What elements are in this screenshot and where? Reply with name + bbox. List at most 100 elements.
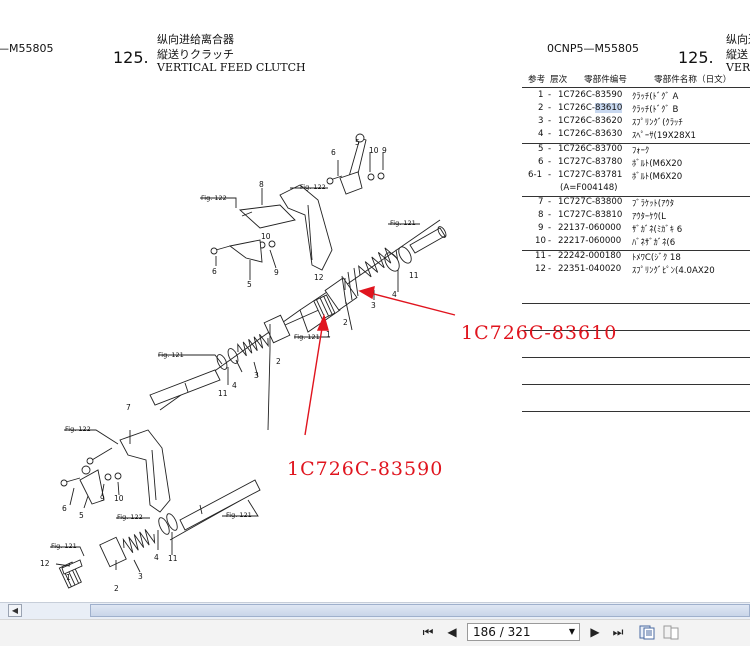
part-ref: 5 <box>538 144 544 154</box>
part-ref: 12 <box>535 264 546 274</box>
last-page-icon[interactable]: ⏭ <box>612 625 624 639</box>
part-number: 1C727C-83800 <box>558 197 623 207</box>
annotation-clutch-b: 1C726C-83610 <box>461 322 618 344</box>
part-name: ﾊﾞﾈｻﾞｶﾞﾈ(6 <box>632 238 676 248</box>
part-number-highlight: 83610 <box>594 103 623 113</box>
part-number: 1C726C-83620 <box>558 116 623 126</box>
part-name: ﾎﾞﾙﾄ(M6X20 <box>632 172 683 182</box>
callout-number: 2 <box>276 357 281 366</box>
level-marker: - <box>548 236 552 246</box>
figure-reference-label: Fig. 122 <box>117 513 143 521</box>
callout-number: 10 <box>369 146 379 155</box>
table-divider <box>522 250 750 251</box>
first-page-icon[interactable]: ⏮ <box>422 625 434 639</box>
callout-number: 6 <box>62 504 67 513</box>
level-marker: - <box>548 90 552 100</box>
callout-number: 3 <box>254 371 259 380</box>
part-number: 22217-060000 <box>558 236 622 246</box>
figure-reference-label: Fig. 122 <box>201 194 227 202</box>
part-number-prefix: 1C726C- <box>558 103 595 113</box>
callout-number: 11 <box>409 271 419 280</box>
next-page-icon[interactable]: ▶ <box>590 625 600 639</box>
horizontal-scrollbar[interactable]: ◀ <box>0 602 750 619</box>
callout-number: 2 <box>114 584 119 593</box>
callout-number: 3 <box>138 572 143 581</box>
level-marker: - <box>548 223 552 233</box>
left-page-code: —M55805 <box>0 42 54 55</box>
part-ref: 6 <box>538 157 544 167</box>
table-divider <box>522 411 750 412</box>
part-ref: 3 <box>538 116 544 126</box>
callout-number: 10 <box>261 232 271 241</box>
level-marker: - <box>548 129 552 139</box>
part-name: ｸﾗｯﾁ(ﾄﾞｸﾞ A <box>632 92 679 102</box>
callout-number: 3 <box>371 301 376 310</box>
two-page-view-icon[interactable] <box>662 625 680 640</box>
part-ref: 11 <box>535 251 546 261</box>
callout-number: 4 <box>392 290 397 299</box>
level-marker: - <box>548 103 552 113</box>
part-number: 22137-060000 <box>558 223 622 233</box>
left-title-cn: 纵向进给离合器 <box>157 33 234 46</box>
part-number: 1C727C-83810 <box>558 210 623 220</box>
callout-number: 9 <box>100 494 105 503</box>
figure-reference-label: Fig. 121 <box>390 219 416 227</box>
right-title-jp: 縦送り <box>726 48 750 61</box>
callout-number: 12 <box>40 559 50 568</box>
level-marker: - <box>548 264 552 274</box>
figure-reference-label: Fig. 121 <box>294 333 320 341</box>
callout-number: 9 <box>382 146 387 155</box>
callout-number: 7 <box>126 403 131 412</box>
callout-number: 10 <box>114 494 124 503</box>
part-ref: 4 <box>538 129 544 139</box>
part-number: 1C726C-83630 <box>558 129 623 139</box>
right-page-number: 125. <box>678 48 714 67</box>
level-marker: - <box>548 197 552 207</box>
part-ref: 6-1 <box>528 170 543 180</box>
parts-header-cell: 零部件名称（日文） <box>654 75 732 85</box>
figure-reference-label: Fig. 121 <box>158 351 184 359</box>
right-title-en: VERTI <box>726 61 750 74</box>
callout-number: 4 <box>232 381 237 390</box>
part-number: 22351-040020 <box>558 264 622 274</box>
document-viewport[interactable]: —M55805 125. 纵向进给离合器 縦送りクラッチ VERTICAL FE… <box>0 0 750 602</box>
level-marker: - <box>548 144 552 154</box>
callout-number: 4 <box>154 553 159 562</box>
parts-header-cell: 零部件编号 <box>584 75 627 85</box>
part-number: 1C726C-83590 <box>558 90 623 100</box>
left-title-en: VERTICAL FEED CLUTCH <box>157 61 306 74</box>
page-number-select[interactable]: 186 / 321 ▼ <box>467 623 580 641</box>
callout-number: 5 <box>247 280 252 289</box>
callout-number: 5 <box>355 138 360 147</box>
page-number-display: 186 / 321 <box>473 625 531 639</box>
part-name: ｻﾞｶﾞﾈ(ﾐｶﾞｷ 6 <box>632 225 683 235</box>
part-name: ﾎﾞﾙﾄ(M6X20 <box>632 159 683 169</box>
table-divider <box>522 87 750 88</box>
part-ref: 1 <box>538 90 544 100</box>
left-page-number: 125. <box>113 48 149 67</box>
figure-reference-label: Fig. 121 <box>51 542 77 550</box>
figure-reference-label: Fig. 122 <box>65 425 91 433</box>
level-marker: - <box>548 170 552 180</box>
table-divider <box>522 196 750 197</box>
page-navigation-bar: ⏮ ◀ 186 / 321 ▼ ▶ ⏭ <box>0 619 750 646</box>
exploded-diagram <box>50 133 456 589</box>
part-ref: 9 <box>538 223 544 233</box>
scrollbar-thumb[interactable] <box>90 604 750 617</box>
scroll-left-arrow-icon[interactable]: ◀ <box>8 604 22 617</box>
callout-number: 11 <box>168 554 178 563</box>
level-marker: - <box>548 251 552 261</box>
level-marker: - <box>548 210 552 220</box>
page-view-icon[interactable] <box>638 625 656 640</box>
previous-page-icon[interactable]: ◀ <box>447 625 457 639</box>
part-name: ﾌﾞﾗｹｯﾄ(ｱｳﾀ <box>632 199 675 209</box>
part-name: ｸﾗｯﾁ(ﾄﾞｸﾞ B <box>632 105 679 115</box>
parts-header-cell: 参考 <box>528 75 546 85</box>
part-name: ｽﾌﾟﾘﾝｸﾞ(ｸﾗｯﾁ <box>632 118 683 128</box>
part-name: ﾌｫｰｸ <box>632 146 650 156</box>
part-number: 1C727C-83780 <box>558 157 623 167</box>
right-title-cn: 纵向进 <box>726 33 750 46</box>
part-number: (A=F004148) <box>560 183 618 193</box>
chevron-down-icon: ▼ <box>568 627 575 636</box>
figure-reference-label: Fig. 121 <box>226 511 252 519</box>
